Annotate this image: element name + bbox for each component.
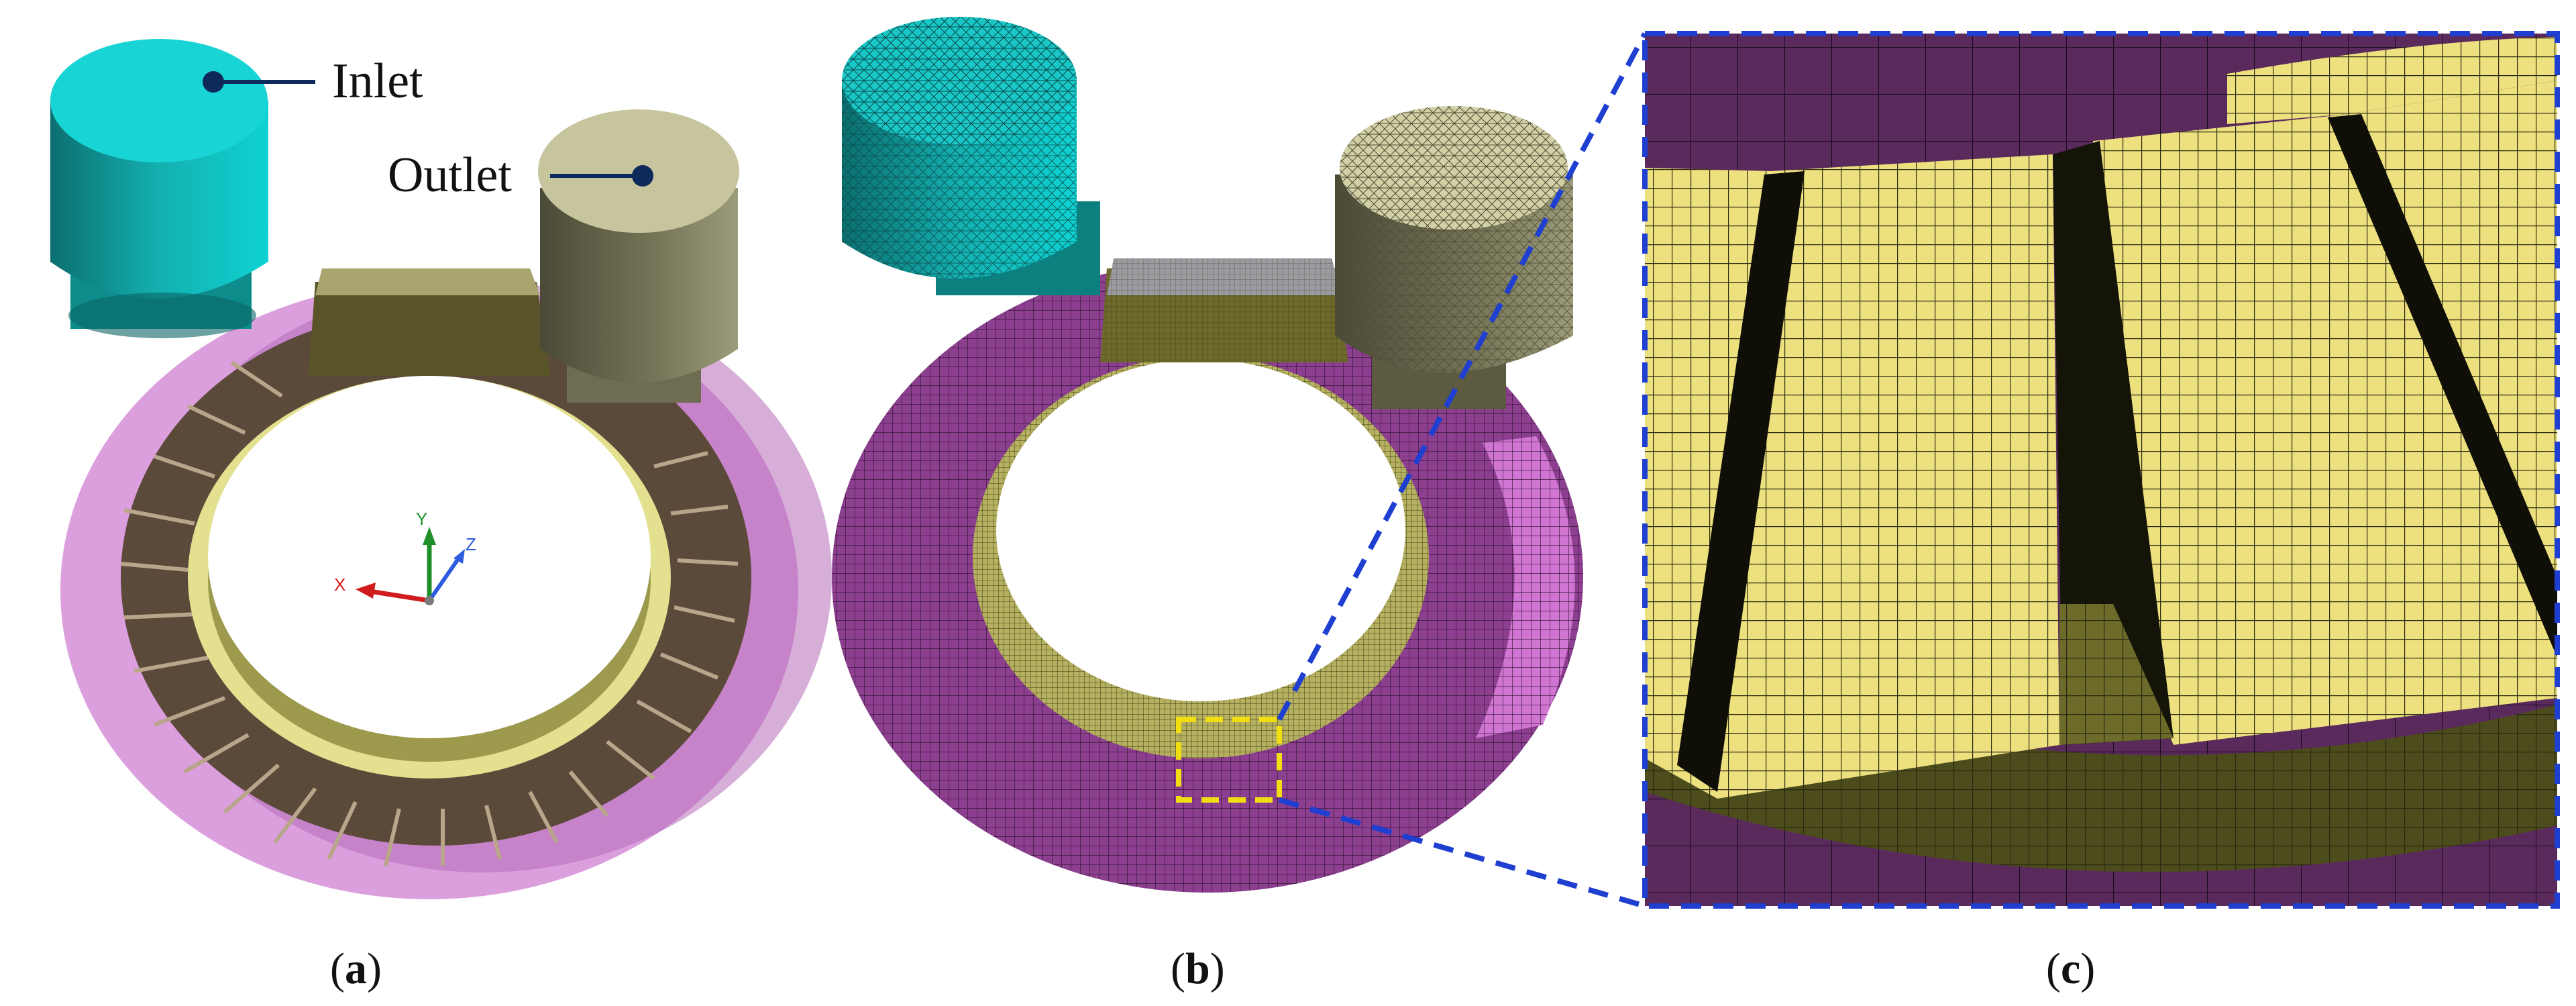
inlet-marker-dot [203,71,224,93]
axis-x-label: X [334,574,345,595]
coordinate-triad: X Y Z [334,509,476,605]
blade-gap-right [2328,114,2557,658]
zoom-highlight-box [1176,717,1282,803]
inlet-cylinder-mesh [842,17,1100,295]
panel-label-b: (b) [1171,944,1225,993]
axis-y-label: Y [416,509,427,529]
inlet-annotation: Inlet [203,54,423,109]
outlet-cylinder-mesh [1335,106,1573,409]
blade-gap-mid [2053,141,2174,745]
panel-label-a: (a) [330,944,382,993]
outlet-label: Outlet [388,148,512,203]
panel-label-c: (c) [2046,944,2095,993]
panel-c-zoom [1645,34,2557,906]
outlet-annotation: Outlet [388,148,653,203]
panel-b-mesh [832,17,1583,893]
zoom-connector [1277,32,1648,909]
zoom-frame [1642,31,2560,909]
panel-a-geometry: X Y Z [50,39,832,899]
volute-tongue-a [309,282,550,376]
blade-gap-left [1677,171,1805,792]
inlet-cylinder-a [50,39,268,338]
blades-a [120,360,739,866]
inlet-label: Inlet [332,54,423,109]
outlet-marker-dot [632,165,653,187]
outlet-cylinder-a [538,109,739,403]
axis-z-label: Z [466,534,476,554]
impeller-eye-b [996,359,1405,701]
